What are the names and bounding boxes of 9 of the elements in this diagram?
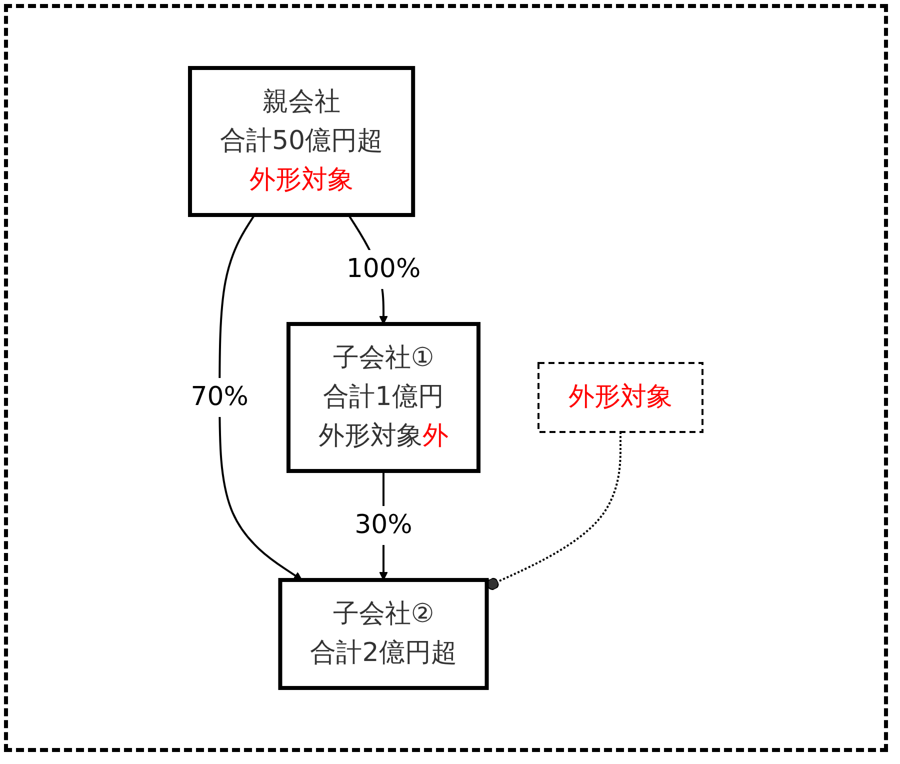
connector <box>486 432 622 590</box>
node-box: 子会社① 合計1億円 外形対象外 <box>286 322 480 473</box>
node-box: 外形対象 <box>537 362 704 433</box>
node-box: 親会社 合計50億円超 外形対象 <box>188 66 415 217</box>
arrow <box>218 214 302 580</box>
edge-label: 30% <box>354 510 412 540</box>
edge-label: 70% <box>190 382 248 412</box>
edge-label: 100% <box>346 254 420 284</box>
node-box: 子会社② 合計2億円超 <box>278 578 489 690</box>
